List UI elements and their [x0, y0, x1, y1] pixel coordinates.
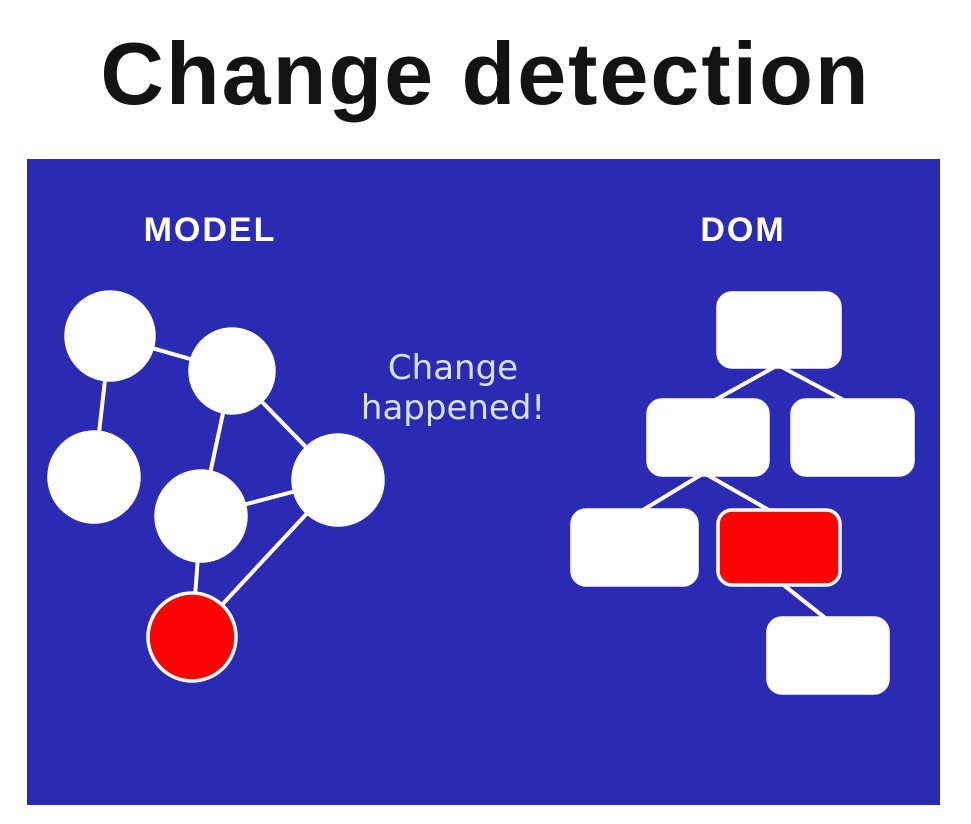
dom-tree-link [779, 581, 831, 623]
model-node [291, 433, 385, 527]
model-node [154, 469, 248, 563]
dom-node [646, 398, 770, 477]
dom-node [716, 291, 842, 369]
model-section-label: MODEL [143, 211, 277, 249]
dom-node [766, 616, 890, 695]
diagram-canvas [47, 290, 915, 695]
dom-tree-link [636, 471, 706, 515]
dom-node-changed [716, 508, 842, 587]
model-node [64, 290, 156, 382]
dom-node [790, 398, 915, 477]
dom-section-label: DOM [700, 211, 786, 249]
model-node-changed [146, 591, 238, 683]
model-node [47, 430, 141, 524]
dom-node [570, 508, 699, 587]
page-title: Change detection [100, 24, 871, 123]
dom-tree-link [776, 363, 853, 406]
dom-tree-link [706, 363, 780, 406]
model-node [188, 327, 276, 415]
dom-tree-link [702, 471, 776, 515]
change-happened-message: Change happened! [360, 348, 546, 428]
diagram-panel: MODEL DOM Change happened! [27, 159, 940, 805]
